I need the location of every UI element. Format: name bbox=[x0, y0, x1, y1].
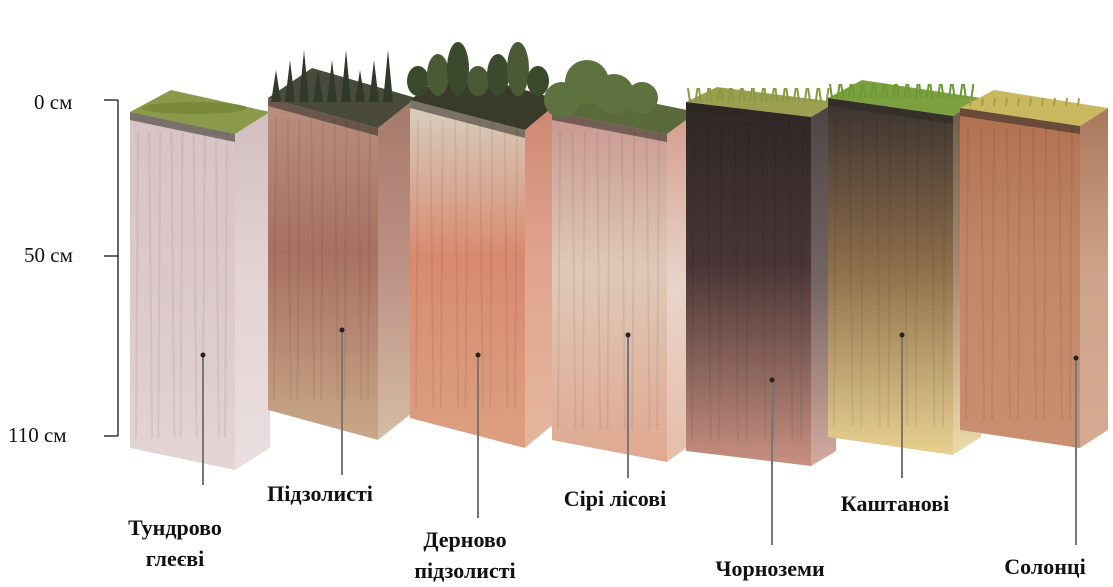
grass-blade-icon bbox=[819, 88, 821, 102]
grass-blade-icon bbox=[830, 84, 832, 98]
forest-tree-icon bbox=[467, 66, 489, 96]
grass-blade-icon bbox=[1078, 98, 1079, 106]
soil-column-solonetz bbox=[960, 90, 1108, 545]
forest-tree-icon bbox=[487, 54, 509, 96]
grass-blade-icon bbox=[1030, 98, 1031, 106]
label-pointer-dot bbox=[201, 353, 206, 358]
label-line: Каштанові bbox=[815, 488, 975, 519]
soil-column-chernozem bbox=[686, 87, 836, 545]
conifer-tree-icon bbox=[271, 70, 281, 102]
conifer-tree-icon bbox=[369, 60, 379, 102]
soil-column-sod-podzolic bbox=[407, 42, 561, 518]
label-pointer-dot bbox=[340, 328, 345, 333]
forest-tree-icon bbox=[427, 54, 449, 96]
vegetation-moss bbox=[142, 102, 247, 114]
label-tundra-gley: Тундрово глеєві bbox=[100, 512, 250, 574]
depth-label-0: 0 см bbox=[34, 90, 72, 115]
label-pointer-dot bbox=[476, 353, 481, 358]
column-side-face bbox=[235, 112, 270, 470]
grass-blade-icon bbox=[971, 84, 973, 98]
vegetation-conifer bbox=[271, 50, 393, 102]
grass-blade-icon bbox=[1066, 98, 1067, 106]
conifer-tree-icon bbox=[341, 50, 351, 102]
grass-blade-icon bbox=[688, 88, 690, 102]
label-line: глеєві bbox=[100, 543, 250, 574]
forest-tree-icon bbox=[447, 42, 469, 96]
label-grey-forest: Сірі лісові bbox=[535, 483, 695, 514]
soil-column-podzolic bbox=[268, 50, 416, 475]
label-podzolic: Підзолисті bbox=[240, 478, 400, 509]
depth-label-50: 50 см bbox=[24, 243, 73, 268]
label-solonetz: Солонці bbox=[985, 551, 1105, 582]
label-pointer-dot bbox=[770, 378, 775, 383]
grass-blade-icon bbox=[982, 98, 983, 106]
soil-column-chestnut bbox=[828, 80, 981, 478]
moss-icon bbox=[142, 102, 247, 114]
forest-tree-icon bbox=[507, 42, 529, 96]
label-chernozem: Чорноземи bbox=[690, 553, 850, 584]
label-line: Дерново bbox=[385, 524, 545, 555]
column-side-face bbox=[1080, 108, 1108, 448]
label-line: Підзолисті bbox=[240, 478, 400, 509]
label-line: Солонці bbox=[985, 551, 1105, 582]
label-line: Сірі лісові bbox=[535, 483, 695, 514]
label-pointer-dot bbox=[1074, 356, 1079, 361]
grass-blade-icon bbox=[1018, 98, 1019, 106]
label-sod-podzolic: Дерново підзолисті bbox=[385, 524, 545, 586]
grass-blade-icon bbox=[994, 98, 995, 106]
label-line: Тундрово bbox=[100, 512, 250, 543]
bush-icon bbox=[626, 82, 658, 114]
soil-columns bbox=[130, 42, 1108, 545]
label-line: підзолисті bbox=[385, 555, 545, 586]
grass-blade-icon bbox=[1054, 98, 1055, 106]
grass-blade-icon bbox=[1006, 98, 1007, 106]
depth-label-110: 110 см bbox=[8, 423, 67, 448]
grass-blade-icon bbox=[970, 98, 971, 106]
label-pointer-dot bbox=[626, 333, 631, 338]
soil-column-tundra bbox=[130, 90, 270, 485]
depth-scale bbox=[104, 100, 118, 436]
label-line: Чорноземи bbox=[690, 553, 850, 584]
conifer-tree-icon bbox=[383, 50, 393, 102]
grass-blade-icon bbox=[1042, 98, 1043, 106]
soil-column-grey-forest bbox=[544, 60, 697, 478]
label-pointer-dot bbox=[900, 333, 905, 338]
forest-tree-icon bbox=[407, 66, 429, 96]
forest-tree-icon bbox=[527, 66, 549, 96]
label-chestnut: Каштанові bbox=[815, 488, 975, 519]
